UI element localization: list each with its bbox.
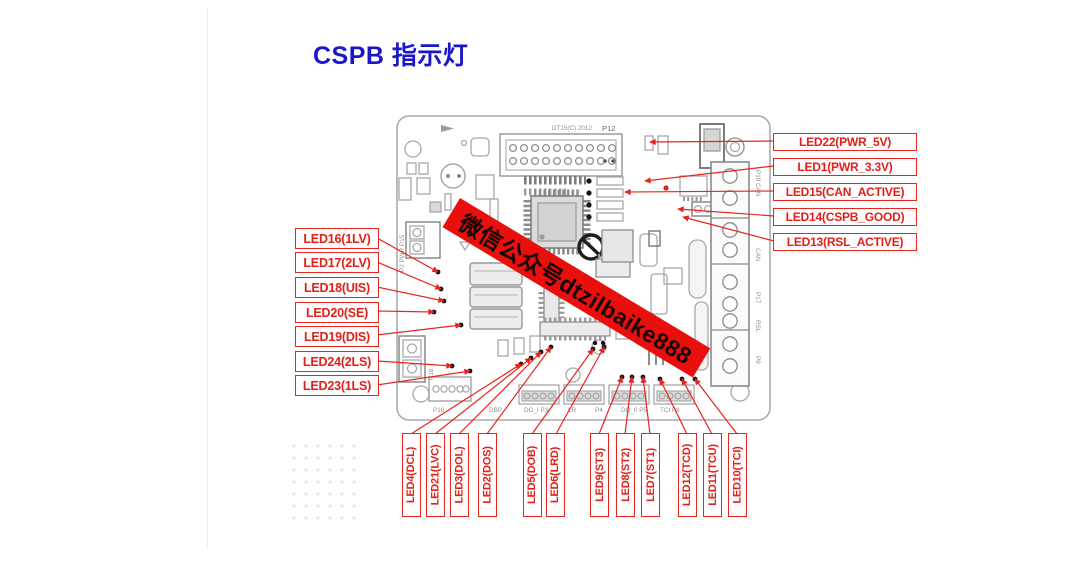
board-artwork [396,115,771,421]
callout-label: LED8(ST2) [619,448,632,502]
callout-label: LED5(DOB) [526,445,539,505]
silk-label: P9 [754,356,761,364]
terminal-strip [710,161,750,387]
silk-label: P19 CAN [754,170,761,197]
callout-label: LED6(LRD) [549,446,562,504]
silk-label: P12 [602,124,615,133]
callout-led11: LED11(TCU) [703,433,722,517]
callout-led18: LED18(UIS) [295,277,379,298]
callout-led17: LED17(2LV) [295,252,379,273]
callout-label: LED21(LVC) [429,444,442,506]
silk-label: LR [568,407,577,414]
callout-led12: LED12(TCD) [678,433,697,517]
callout-led8: LED8(ST2) [616,433,635,517]
callout-led23: LED23(1LS) [295,375,379,396]
silk-label: DO_0 P5 [621,407,647,414]
silk-label: DT15(C) 2012 [552,125,592,132]
scan-edge-line [207,8,208,548]
relay-modules [469,262,523,330]
callout-led13: LED13(RSL_ACTIVE) [773,233,917,251]
callout-led10: LED10(TCI) [728,433,747,517]
callout-led24: LED24(2LS) [295,351,379,372]
silk-label: P4 [595,407,603,414]
callout-led6: LED6(LRD) [546,433,565,517]
callout-label: LED3(DOL) [453,446,466,504]
callout-led19: LED19(DIS) [295,326,379,347]
callout-led7: LED7(ST1) [641,433,660,517]
callout-led14: LED14(CSPB_GOOD) [773,208,917,226]
mcu-chip [523,189,591,255]
silk-labels: DT15(C) 2012 P12 P16 DBP DO_I P3 LR P4 D… [399,124,761,414]
page-title: CSPB 指示灯 [313,42,469,70]
leader-lines [376,138,775,435]
callout-led15: LED15(CAN_ACTIVE) [773,183,917,201]
callout-led5: LED5(DOB) [523,433,542,517]
callout-led21: LED21(LVC) [426,433,445,517]
p18-terminal [398,335,426,383]
status-led-cluster [586,135,715,222]
callout-label: LED11(TCU) [706,444,719,506]
callout-led16: LED16(1LV) [295,228,379,249]
callout-label: LED9(ST3) [593,448,606,502]
callout-led22: LED22(PWR_5V) [773,133,917,151]
silk-arrow-icon [441,125,454,132]
callout-led2: LED2(DOS) [478,433,497,517]
callout-label: LED7(ST1) [644,448,657,502]
callout-led1: LED1(PWR_3.3V) [773,158,917,176]
callout-label: LED10(TCI) [731,446,744,504]
silk-label: DO_I P3 [524,407,549,414]
silk-label: P16 [433,407,445,414]
silk-label: CAN [754,248,761,262]
callout-led4: LED4(DCL) [402,433,421,517]
p12-connector [499,133,623,177]
silk-label: TCI P8 [660,407,680,414]
callout-label: LED12(TCD) [681,443,694,507]
callout-led3: LED3(DOL) [450,433,469,517]
callout-label: LED2(DOS) [481,446,494,504]
silk-label: P2 PWR P15 [399,234,406,272]
callout-label: LED4(DCL) [405,446,418,504]
bottom-connectors [428,376,695,405]
silk-label: P17 [754,292,761,304]
silk-label: DBP [489,407,502,414]
leader-junction-dot [663,185,669,191]
callout-led9: LED9(ST3) [590,433,609,517]
pwr-terminal [405,221,441,259]
callout-led20: LED20(SE) [295,302,379,323]
silk-label: RSL [754,320,761,333]
halftone-texture [288,440,362,524]
silk-label: P18 [428,368,435,380]
